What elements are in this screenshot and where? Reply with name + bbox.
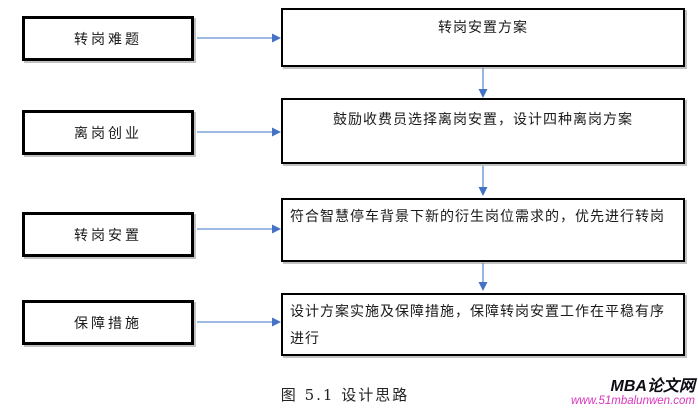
arrow-down-3 — [478, 263, 488, 291]
flow-box-label: 保障措施 — [74, 315, 142, 332]
watermark-site-url: www.51mbalunwen.com — [570, 395, 695, 408]
flow-box-text: 鼓励收费员选择离岗安置，设计四种离岗方案 — [333, 112, 633, 128]
flow-box-leave-plan-detail: 鼓励收费员选择离岗安置，设计四种离岗方案 — [281, 98, 685, 164]
flow-box-transfer-problem: 转岗难题 — [22, 16, 194, 61]
flow-box-safeguard-detail: 设计方案实施及保障措施，保障转岗安置工作在平稳有序进行 — [281, 293, 685, 356]
arrow-left-2 — [197, 127, 281, 137]
flow-box-text: 符合智慧停车背景下新的衍生岗位需求的，优先进行转岗 — [290, 209, 665, 225]
flow-box-transfer-placement: 转岗安置 — [22, 212, 194, 257]
flow-box-text: 设计方案实施及保障措施，保障转岗安置工作在平稳有序进行 — [290, 304, 665, 347]
arrow-left-4 — [197, 317, 281, 327]
flow-box-priority-transfer-detail: 符合智慧停车背景下新的衍生岗位需求的，优先进行转岗 — [281, 198, 685, 262]
arrow-left-1 — [197, 33, 281, 43]
flow-box-label: 离岗创业 — [74, 125, 142, 142]
flow-box-label: 转岗安置 — [74, 227, 142, 244]
flow-box-label: 转岗难题 — [74, 31, 142, 48]
flow-box-placement-plan: 转岗安置方案 — [281, 8, 685, 67]
site-watermark: MBA论文网 www.51mbalunwen.com — [571, 378, 695, 408]
flow-box-leave-entrepreneurship: 离岗创业 — [22, 110, 194, 155]
flow-box-safeguard-measures: 保障措施 — [22, 300, 194, 345]
arrow-down-1 — [478, 68, 488, 98]
arrow-left-3 — [197, 224, 281, 234]
arrow-down-2 — [478, 166, 488, 196]
figure-caption: 图 5.1 设计思路 — [280, 386, 410, 404]
flow-box-text: 转岗安置方案 — [438, 20, 528, 36]
watermark-site-name: MBA论文网 — [610, 377, 695, 395]
